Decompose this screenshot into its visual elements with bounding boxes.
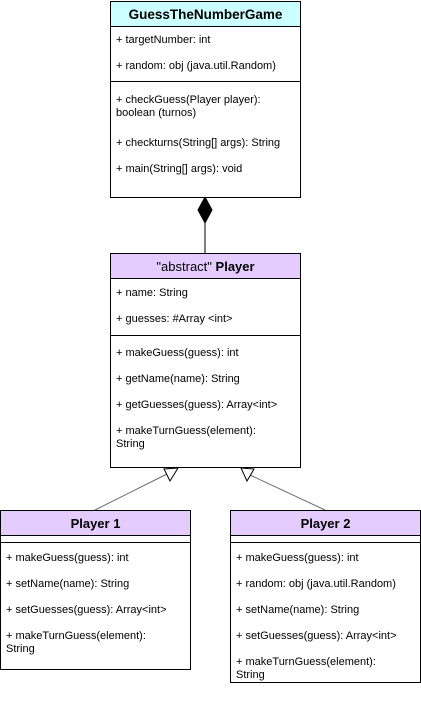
method-row: + getGuesses(guess): Array<int>	[116, 399, 278, 411]
attribute-row: + name: String	[116, 287, 188, 299]
class-abstract-player[interactable]: "abstract" Player + name: String + guess…	[110, 253, 301, 468]
attributes-section: + name: String + guesses: #Array <int>	[111, 279, 300, 336]
methods-section: + makeGuess(guess): int + random: obj (j…	[231, 543, 420, 683]
method-row: + checkGuess(Player player): boolean (tu…	[116, 94, 261, 119]
class-header: Player 2	[231, 511, 420, 536]
attributes-section	[1, 536, 190, 543]
attribute-row: + targetNumber: int	[116, 34, 211, 46]
method-row: + checkturns(String[] args): String	[116, 137, 281, 149]
method-row: + makeGuess(guess): int	[6, 552, 129, 564]
class-player-1[interactable]: Player 1 + makeGuess(guess): int + setNa…	[0, 510, 191, 670]
class-title: Player 2	[300, 515, 351, 531]
class-title: Player 1	[70, 515, 121, 531]
composition-diamond-icon	[197, 195, 213, 225]
method-row: + makeTurnGuess(element): String	[6, 630, 146, 655]
method-row: + makeGuess(guess): int	[116, 347, 239, 359]
class-stereotype: "abstract"	[156, 258, 212, 274]
inheritance-line-player2	[249, 474, 326, 511]
method-row: + getName(name): String	[116, 373, 240, 385]
methods-section: + checkGuess(Player player): boolean (tu…	[111, 82, 300, 197]
method-row: + setName(name): String	[236, 604, 360, 616]
attributes-section: + targetNumber: int + random: obj (java.…	[111, 27, 300, 82]
inheritance-line-player1	[94, 473, 168, 511]
method-row: + makeTurnGuess(element): String	[236, 656, 376, 681]
method-row: + setGuesses(guess): Array<int>	[236, 630, 397, 642]
attribute-row: + random: obj (java.util.Random)	[116, 60, 276, 72]
method-row: + random: obj (java.util.Random)	[236, 578, 396, 590]
method-row: + setName(name): String	[6, 578, 130, 590]
class-title: GuessTheNumberGame	[128, 6, 283, 22]
method-row: + makeGuess(guess): int	[236, 552, 359, 564]
inheritance-arrow-player1-icon	[163, 467, 179, 483]
method-row: + makeTurnGuess(element): String	[116, 425, 256, 450]
inheritance-arrow-player2-icon	[240, 467, 255, 483]
class-guess-the-number-game[interactable]: GuessTheNumberGame + targetNumber: int +…	[110, 1, 301, 198]
class-header: GuessTheNumberGame	[111, 2, 300, 27]
class-header: Player 1	[1, 511, 190, 536]
attributes-section	[231, 536, 420, 543]
methods-section: + makeGuess(guess): int + getName(name):…	[111, 336, 300, 468]
method-row: + main(String[] args): void	[116, 163, 243, 175]
method-row: + setGuesses(guess): Array<int>	[6, 604, 167, 616]
methods-section: + makeGuess(guess): int + setName(name):…	[1, 543, 190, 670]
class-header: "abstract" Player	[111, 254, 300, 279]
attribute-row: + guesses: #Array <int>	[116, 313, 233, 325]
class-player-2[interactable]: Player 2 + makeGuess(guess): int + rando…	[230, 510, 421, 683]
class-title: Player	[215, 258, 255, 274]
